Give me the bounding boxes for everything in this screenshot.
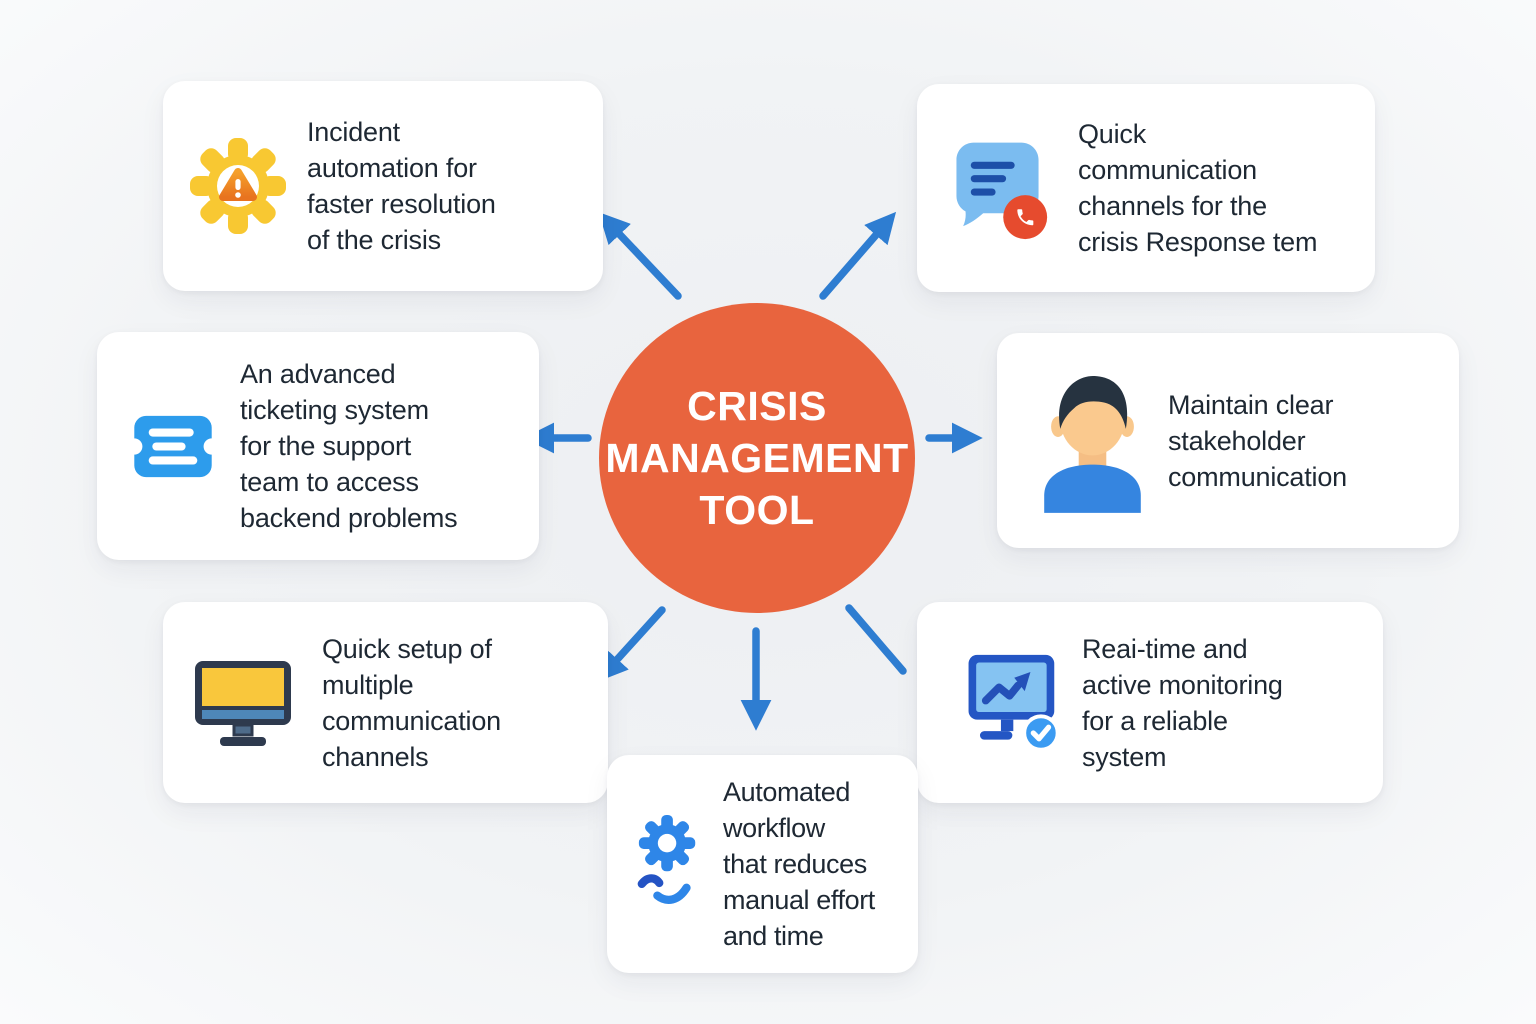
card-text-quick-communication: Quick communication channels for the cri… (1078, 119, 1318, 257)
arrow-to-multi-channel-setup (596, 606, 666, 682)
ticket-icon (126, 406, 220, 487)
arrow-to-quick-communication (819, 211, 897, 300)
card-automated-workflow: Automated workflow that reduces manual e… (607, 755, 918, 973)
card-multi-channel-setup: Quick setup of multiple communication ch… (163, 602, 608, 803)
line-to-realtime-monitoring (845, 604, 907, 675)
card-quick-communication: Quick communication channels for the cri… (917, 84, 1375, 292)
card-incident-automation: Incident automation for faster resolutio… (163, 81, 603, 291)
card-text-stakeholder-communication: Maintain clear stakeholder communication (1168, 389, 1347, 492)
card-stakeholder-communication: Maintain clear stakeholder communication (997, 333, 1459, 548)
monitor-chart-icon (957, 653, 1062, 753)
card-text-incident-automation: Incident automation for faster resolutio… (307, 117, 496, 255)
person-icon (1035, 369, 1150, 513)
workflow-gear-icon (635, 813, 703, 915)
card-text-realtime-monitoring: Reai-time and active monitoring for a re… (1082, 633, 1283, 772)
card-ticketing-system: An advanced ticketing system for the sup… (97, 332, 539, 560)
card-text-automated-workflow: Automated workflow that reduces manual e… (723, 777, 875, 951)
monitor-icon (193, 658, 293, 748)
arrow-to-incident-automation (598, 212, 682, 300)
card-text-multi-channel-setup: Quick setup of multiple communication ch… (322, 633, 501, 772)
central-hub: CRISIS MANAGEMENT TOOL (599, 303, 915, 613)
card-realtime-monitoring: Reai-time and active monitoring for a re… (917, 602, 1383, 803)
warning-gear-icon (188, 136, 288, 236)
chat-phone-icon (945, 133, 1050, 243)
hub-title: CRISIS MANAGEMENT TOOL (605, 383, 909, 533)
card-text-ticketing-system: An advanced ticketing system for the sup… (240, 359, 458, 533)
